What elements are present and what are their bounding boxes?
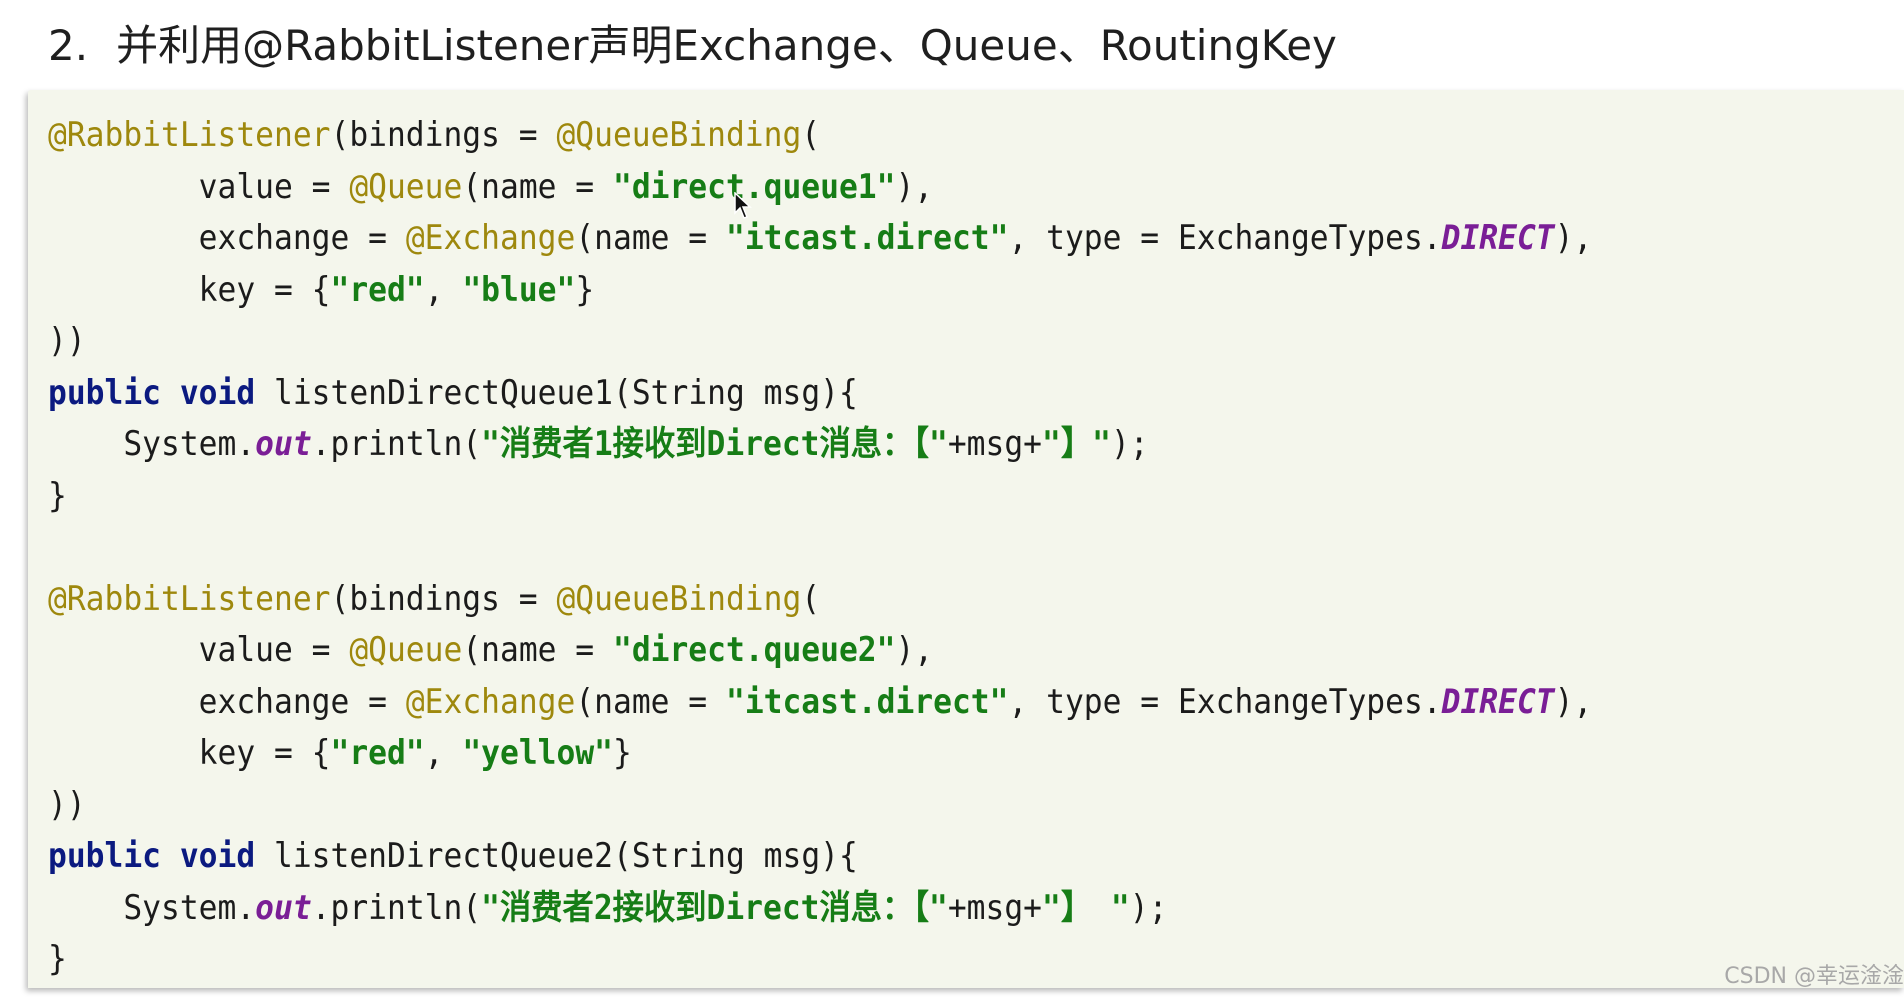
heading-number: 2. xyxy=(48,21,89,70)
plain-token: } xyxy=(612,733,632,773)
string-token: "direct.queue2" xyxy=(612,630,896,670)
plain-token: ), xyxy=(1554,681,1593,722)
string-token: "】 " xyxy=(1041,887,1130,928)
plain-token: (bindings = xyxy=(330,578,557,619)
plain-token: ), xyxy=(895,630,934,670)
annotation-token: @QueueBinding xyxy=(556,115,802,155)
plain-token: ); xyxy=(1129,887,1168,928)
annotation-token: @Exchange xyxy=(405,218,576,258)
code-line: key = {"red", "yellow"} xyxy=(48,728,1592,780)
plain-token: ); xyxy=(1110,424,1149,464)
plain-token: .println( xyxy=(311,424,482,464)
plain-token xyxy=(161,373,180,413)
plain-token: , type = ExchangeTypes. xyxy=(1008,681,1442,722)
plain-token xyxy=(161,836,180,876)
annotation-token: @RabbitListener xyxy=(48,578,331,619)
heading-text: 并利用@RabbitListener声明Exchange、Queue、Routi… xyxy=(116,21,1337,70)
plain-token: .println( xyxy=(311,887,482,928)
code-line: value = @Queue(name = "direct.queue2"), xyxy=(48,625,1592,677)
string-token: "】" xyxy=(1041,424,1111,464)
static-field-token: DIRECT xyxy=(1441,681,1555,722)
mouse-pointer-icon xyxy=(734,192,752,219)
keyword-token: void xyxy=(179,836,256,876)
plain-token: } xyxy=(48,475,67,516)
plain-token: +msg+ xyxy=(947,887,1042,928)
code-line: exchange = @Exchange(name = "itcast.dire… xyxy=(48,677,1593,729)
plain-token: +msg+ xyxy=(947,424,1042,464)
plain-token: )) xyxy=(48,321,86,361)
plain-token: key = { xyxy=(48,733,331,773)
code-line: )) xyxy=(48,316,1592,368)
plain-token: (bindings = xyxy=(330,115,557,155)
plain-token: (name = xyxy=(462,166,613,207)
plain-token: )) xyxy=(48,784,86,825)
plain-token: value = xyxy=(48,166,350,207)
plain-token: System. xyxy=(48,424,256,464)
code-line: public void listenDirectQueue1(String ms… xyxy=(48,368,1592,420)
string-token: "red" xyxy=(330,733,425,773)
plain-token: listenDirectQueue1(String msg){ xyxy=(255,372,858,413)
string-token: "itcast.direct" xyxy=(725,681,1009,722)
plain-token: } xyxy=(48,939,67,979)
plain-token: (name = xyxy=(575,218,726,258)
code-line: System.out.println("消费者2接收到Direct消息：【"+m… xyxy=(48,883,1592,935)
code-line: } xyxy=(48,471,1592,523)
string-token: "blue" xyxy=(462,269,576,310)
code-line: } xyxy=(48,934,1592,986)
keyword-token: public xyxy=(48,372,162,413)
code-block: @RabbitListener(bindings = @QueueBinding… xyxy=(28,90,1904,988)
code-line: exchange = @Exchange(name = "itcast.dire… xyxy=(48,213,1593,265)
code-line: System.out.println("消费者1接收到Direct消息：【"+m… xyxy=(48,419,1592,471)
plain-token: ( xyxy=(801,578,821,619)
annotation-token: @QueueBinding xyxy=(556,578,802,619)
plain-token: (name = xyxy=(575,681,726,722)
plain-token: (name = xyxy=(462,630,613,670)
code-line: @RabbitListener(bindings = @QueueBinding… xyxy=(48,110,1592,162)
string-token: "消费者2接收到Direct消息：【" xyxy=(481,887,948,928)
static-field-token: out xyxy=(255,424,312,464)
blank-line xyxy=(48,522,1592,574)
code-line: @RabbitListener(bindings = @QueueBinding… xyxy=(48,574,1592,626)
code-line: public void listenDirectQueue2(String ms… xyxy=(48,831,1592,883)
plain-token: ( xyxy=(801,115,821,155)
code-line: )) xyxy=(48,780,1592,832)
plain-token: , xyxy=(424,269,463,310)
string-token: "itcast.direct" xyxy=(725,218,1009,258)
code-listing: @RabbitListener(bindings = @QueueBinding… xyxy=(48,110,1592,986)
annotation-token: @Queue xyxy=(349,166,463,207)
plain-token: } xyxy=(575,269,595,310)
section-heading: 2. 并利用@RabbitListener声明Exchange、Queue、Rou… xyxy=(48,18,1337,74)
plain-token: System. xyxy=(48,887,256,928)
plain-token: listenDirectQueue2(String msg){ xyxy=(255,836,858,876)
static-field-token: out xyxy=(255,887,312,928)
static-field-token: DIRECT xyxy=(1441,218,1555,258)
watermark: CSDN @幸运淦淦 xyxy=(1724,964,1904,989)
plain-token: value = xyxy=(48,630,350,670)
code-line: value = @Queue(name = "direct.queue1"), xyxy=(48,162,1592,214)
annotation-token: @Queue xyxy=(349,630,463,670)
string-token: "yellow" xyxy=(462,733,613,773)
annotation-token: @Exchange xyxy=(405,681,576,722)
annotation-token: @RabbitListener xyxy=(48,115,331,155)
plain-token: , xyxy=(424,733,463,773)
keyword-token: void xyxy=(179,372,256,413)
code-line: key = {"red", "blue"} xyxy=(48,265,1592,317)
plain-token: key = { xyxy=(48,269,331,310)
string-token: "direct.queue1" xyxy=(612,166,896,207)
plain-token: exchange = xyxy=(48,681,406,722)
string-token: "消费者1接收到Direct消息：【" xyxy=(481,424,948,464)
plain-token: ), xyxy=(895,166,934,207)
plain-token: exchange = xyxy=(48,218,406,258)
keyword-token: public xyxy=(48,836,162,876)
plain-token: ), xyxy=(1554,218,1593,258)
string-token: "red" xyxy=(330,269,425,310)
plain-token: , type = ExchangeTypes. xyxy=(1008,218,1442,258)
